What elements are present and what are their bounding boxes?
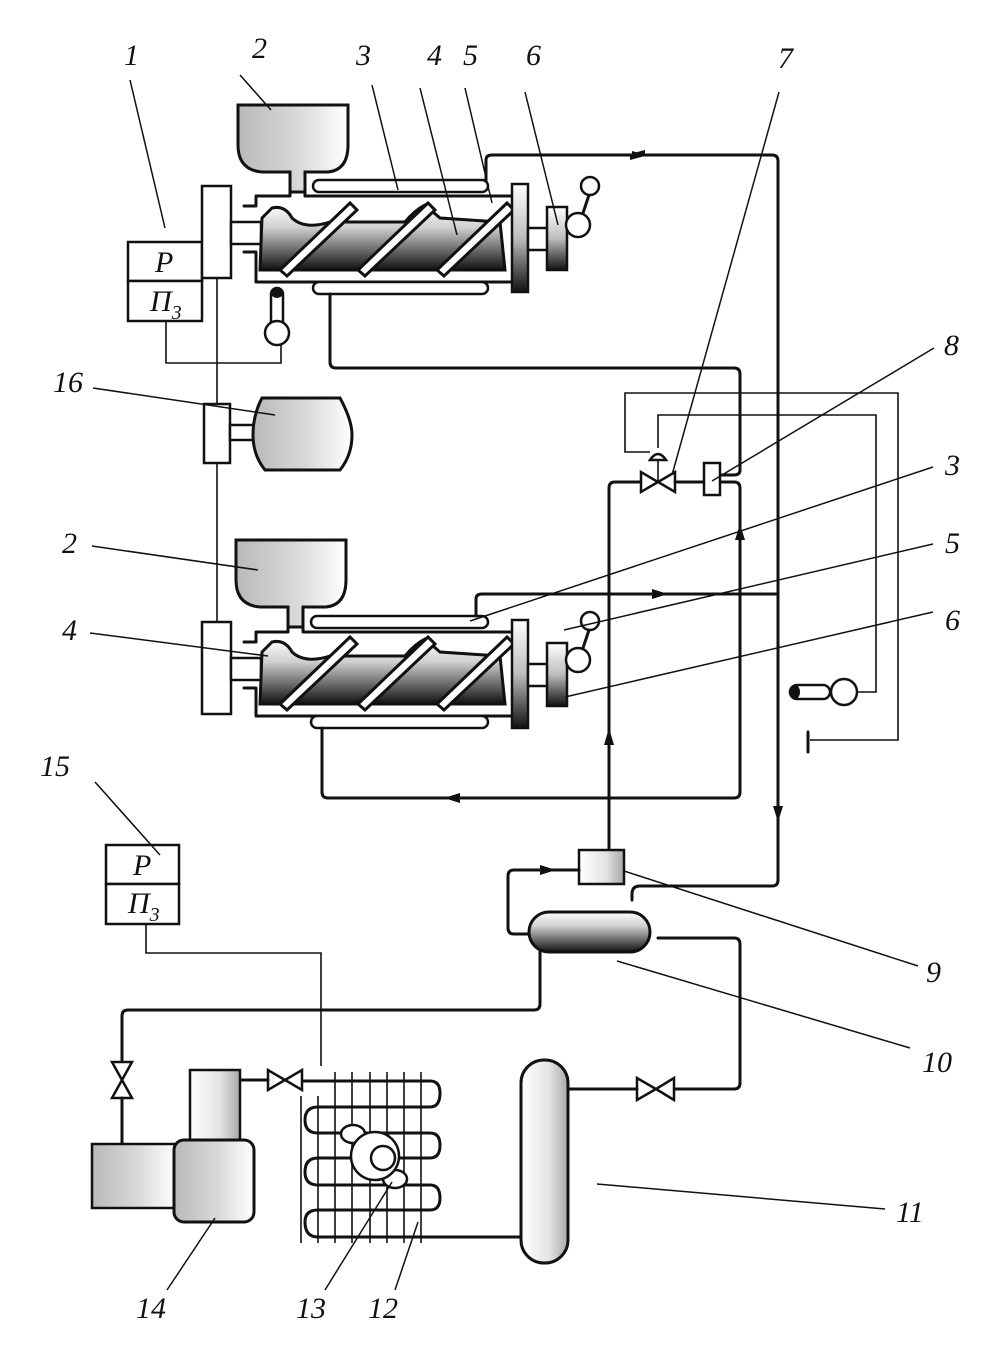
controller-top-pz: П3	[149, 285, 182, 324]
hopper-bottom	[234, 538, 348, 629]
screw-flights-top	[277, 200, 517, 279]
cooling-jacket-bottom-lower	[309, 714, 490, 730]
shaft-bottom	[229, 656, 263, 682]
label-2-bottom: 2	[62, 527, 77, 560]
top-extruder: P П3	[126, 103, 601, 364]
label-12: 12	[368, 1292, 398, 1325]
label-11: 11	[896, 1196, 924, 1229]
label-5-bottom: 5	[945, 527, 960, 560]
controller-bottom-p: P	[132, 849, 151, 882]
valve-condenser	[266, 1067, 304, 1093]
label-16: 16	[53, 366, 83, 399]
label-5-top: 5	[463, 39, 478, 72]
label-4-top: 4	[427, 39, 442, 72]
label-4-bottom: 4	[62, 614, 77, 647]
label-8: 8	[944, 329, 959, 362]
thermostatic-valve-7	[639, 452, 706, 495]
label-6-bottom: 6	[945, 604, 960, 637]
label-9: 9	[926, 956, 941, 989]
label-1: 1	[124, 39, 139, 72]
separator-9	[577, 848, 626, 886]
leader-lines	[89, 74, 935, 1291]
label-6-top: 6	[526, 39, 541, 72]
coolant-piping	[320, 150, 899, 902]
valve-receiver	[635, 1075, 676, 1103]
controller-top: P П3	[126, 240, 204, 324]
valve-left	[109, 1060, 135, 1100]
die-valve-bottom	[545, 641, 569, 708]
label-15: 15	[40, 750, 70, 783]
controller-top-p: P	[154, 246, 173, 279]
label-7: 7	[778, 42, 795, 75]
die-valve-top	[545, 205, 569, 272]
receiver-11	[519, 1058, 570, 1265]
label-2-top: 2	[252, 32, 267, 65]
condenser-12	[300, 1072, 523, 1243]
controller-bottom: P П3	[104, 843, 181, 926]
bottom-extruder	[200, 538, 601, 730]
label-14: 14	[136, 1292, 166, 1325]
temperature-bulb-right	[788, 677, 859, 707]
cooling-jacket-bottom-upper	[309, 614, 490, 630]
refrigeration-circuit: P П3	[90, 843, 742, 1265]
fan-13	[339, 1123, 409, 1190]
label-10: 10	[922, 1046, 952, 1079]
thermometer-top	[263, 286, 291, 347]
controller-bottom-pz: П3	[127, 887, 160, 926]
label-3-bottom: 3	[944, 449, 960, 482]
callout-labels: 1 2 3 4 5 6 7 8 16 3 2 5 4 6 15 9 10 11 …	[40, 32, 960, 1325]
label-13: 13	[296, 1292, 326, 1325]
cooling-jacket-top-upper	[311, 178, 490, 194]
motor-16	[202, 396, 354, 472]
compressor-14	[90, 1068, 256, 1224]
shaft-top	[229, 220, 263, 246]
label-3-top: 3	[355, 39, 371, 72]
gear-plate-bottom	[200, 620, 233, 716]
gear-plate-top	[200, 184, 233, 280]
cooling-jacket-top-lower	[311, 280, 490, 296]
die-plate-bottom	[510, 618, 530, 730]
sensor-8	[702, 461, 722, 497]
heat-exchanger-10	[527, 910, 652, 954]
die-plate-top	[510, 182, 530, 294]
